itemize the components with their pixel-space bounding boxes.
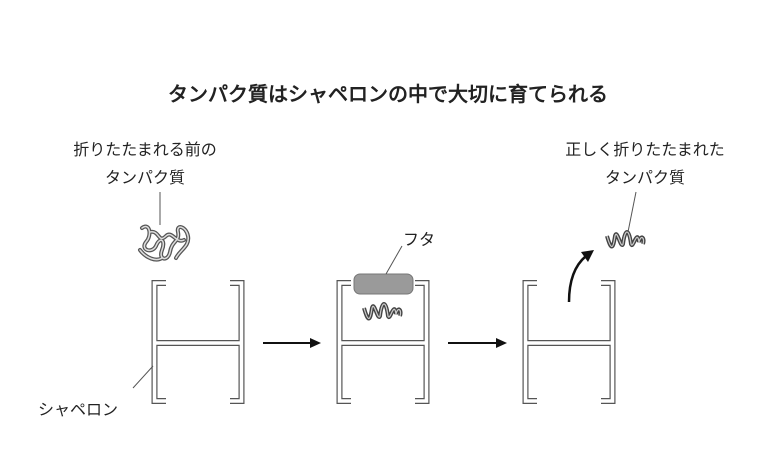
lid-label: フタ <box>403 230 436 249</box>
diagram-title: タンパク質はシャペロンの中で大切に育てられる <box>168 82 608 106</box>
folded-protein-inside <box>362 302 403 321</box>
unfolded-label-line2: タンパク質 <box>104 168 185 187</box>
chaperone-empty <box>155 283 242 401</box>
arrow-release <box>567 250 594 303</box>
lid-leader-line <box>385 245 403 275</box>
arrow-right-1 <box>263 338 321 348</box>
unfolded-label-line1: 折りたたまれる前の <box>73 140 217 159</box>
chaperone-with-lid <box>340 283 427 401</box>
folded-label-line1: 正しく折りたたまれた <box>565 140 725 159</box>
lid <box>353 273 414 295</box>
unfolded-protein <box>138 224 191 262</box>
chaperone-leader-line <box>132 365 154 389</box>
folded-label-line2: タンパク質 <box>604 168 685 187</box>
arrow-right-2 <box>448 338 507 348</box>
chaperone-label: シャペロン <box>38 400 119 419</box>
folded-leader-line <box>627 191 637 233</box>
folded-protein-released <box>605 230 646 249</box>
